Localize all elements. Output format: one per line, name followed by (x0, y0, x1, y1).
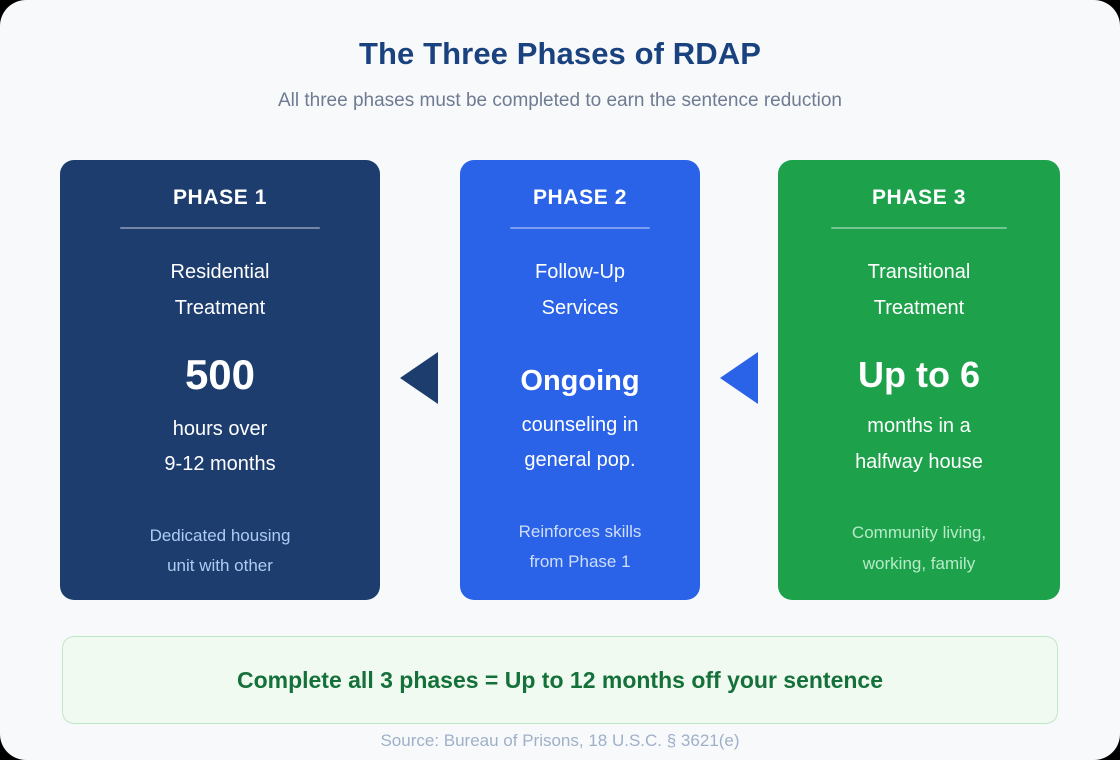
phase-title-2: Follow-Up Services (534, 261, 626, 319)
phase-title-1: Residential Treatment (170, 261, 270, 319)
phase-divider-1 (120, 227, 320, 230)
phase-divider-3 (831, 227, 1007, 230)
phase-card-2: PHASE 2 Follow-Up Services Ongoing couns… (460, 160, 700, 600)
phases-row: PHASE 1 Residential Treatment 500 hours … (60, 160, 1060, 600)
source-line: Source: Bureau of Prisons, 18 U.S.C. § 3… (380, 731, 740, 750)
phase-stat-2: Ongoing (520, 365, 640, 398)
phase-title-3: Transitional Treatment (867, 261, 971, 319)
phase-label-3: PHASE 3 (871, 186, 967, 209)
arrow-phase2-to-phase1-icon (400, 352, 438, 404)
phase-stat-1: 500 (184, 351, 256, 399)
phase-stat-desc-3: months in a halfway house (855, 415, 983, 473)
phase-stat-desc-1: hours over 9-12 months (164, 417, 276, 476)
arrow-phase3-to-phase2-icon (720, 352, 758, 404)
phase-stat-3: Up to 6 (858, 354, 980, 396)
header: The Three Phases of RDAP All three phase… (0, 0, 1120, 112)
phase-card-1: PHASE 1 Residential Treatment 500 hours … (60, 160, 380, 600)
phase-label-1: PHASE 1 (172, 186, 268, 209)
phase-stat-desc-2: counseling in general pop. (521, 413, 639, 472)
phase-divider-2 (510, 227, 650, 230)
page-subtitle: All three phases must be completed to ea… (277, 90, 842, 111)
phase-note-2: Reinforces skills from Phase 1 (518, 521, 642, 572)
phase-note-3: Community living, working, family (851, 523, 987, 573)
page-title: The Three Phases of RDAP (358, 36, 762, 71)
result-banner-text: Complete all 3 phases = Up to 12 months … (236, 666, 884, 693)
result-banner: Complete all 3 phases = Up to 12 months … (62, 636, 1058, 724)
phase-label-2: PHASE 2 (532, 186, 628, 209)
phase-card-3: PHASE 3 Transitional Treatment Up to 6 m… (778, 160, 1060, 600)
phase-note-1: Dedicated housing unit with other (149, 525, 291, 576)
